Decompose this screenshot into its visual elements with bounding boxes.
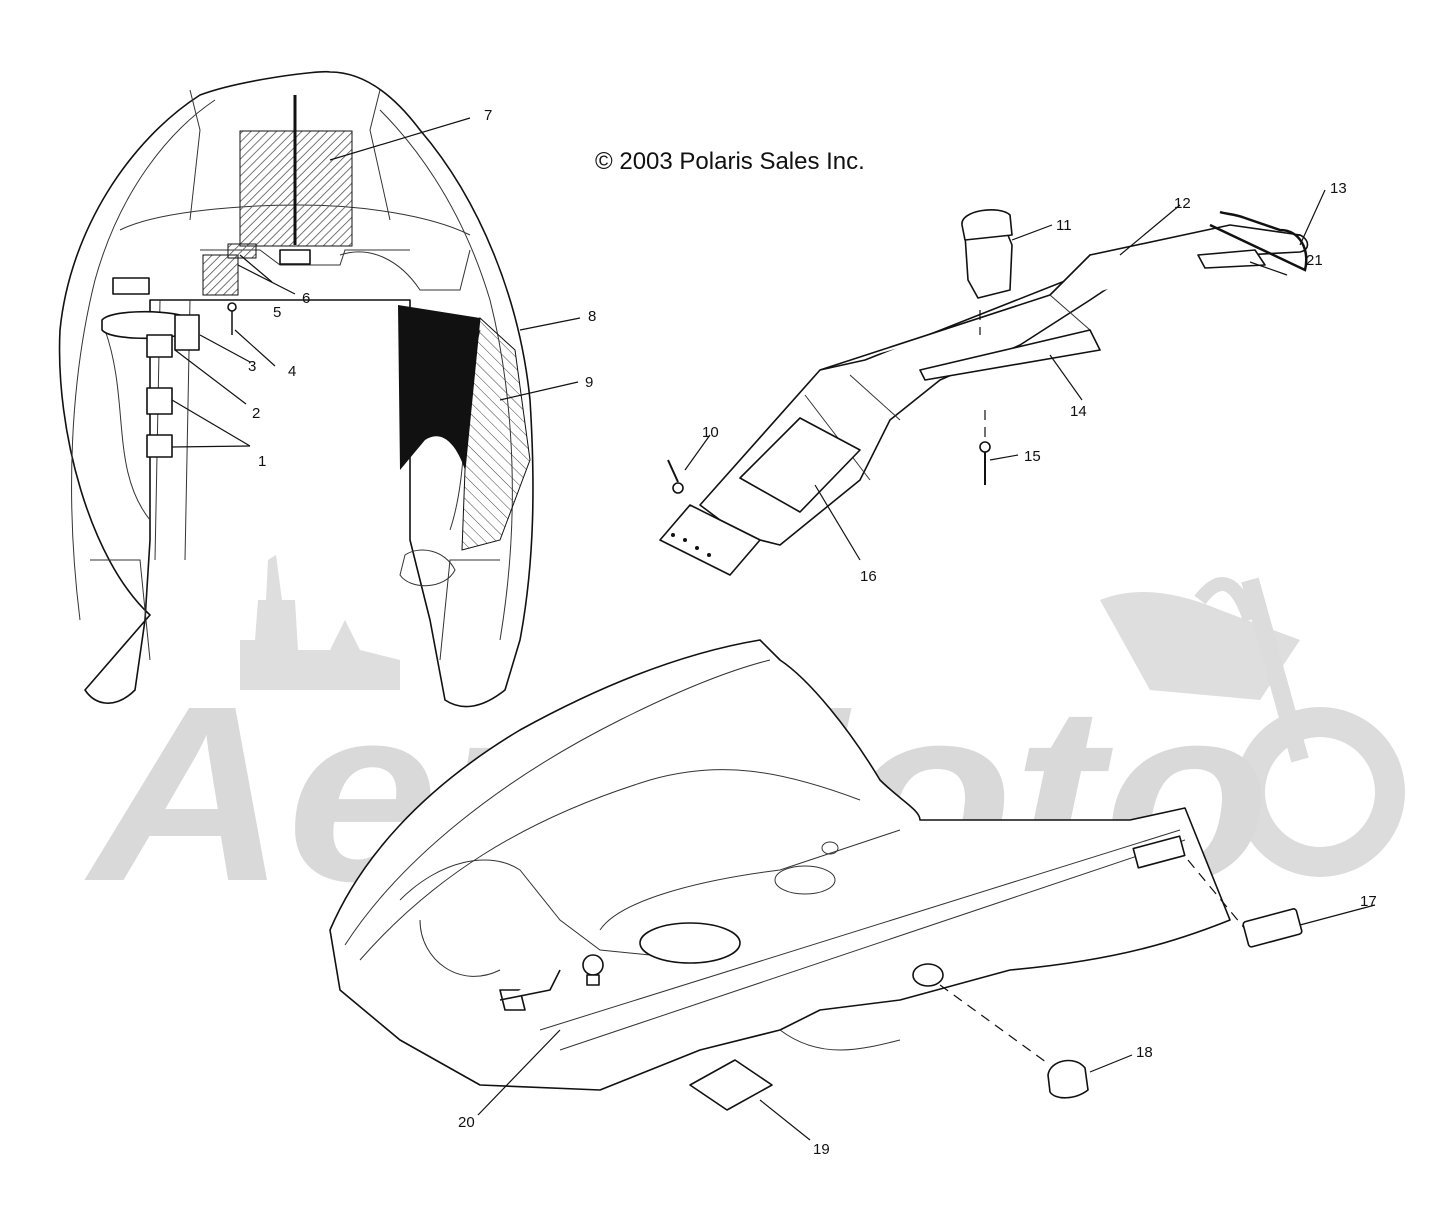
callout-6: 6: [302, 290, 310, 307]
callout-11: 11: [1056, 217, 1072, 234]
callout-8: 8: [588, 308, 596, 325]
callout-4: 4: [288, 363, 296, 380]
callout-15: 15: [1024, 448, 1041, 465]
callout-9: 9: [585, 374, 593, 391]
callout-1: 1: [258, 453, 266, 470]
callout-12: 12: [1174, 195, 1191, 212]
callout-16: 16: [860, 568, 877, 585]
callout-13: 13: [1330, 180, 1347, 197]
callout-2: 2: [252, 405, 260, 422]
part-6-bracket: [227, 243, 257, 259]
callout-labels: 1 2 3 4 5 6 7 8 9 10 11 12 13 14 15 16 1…: [248, 107, 1377, 1158]
callout-17: 17: [1360, 893, 1377, 910]
leader-lines: [171, 117, 1376, 1141]
callout-14: 14: [1070, 403, 1087, 420]
callout-18: 18: [1136, 1044, 1153, 1061]
callout-19: 19: [813, 1141, 830, 1158]
copyright-notice: © 2003 Polaris Sales Inc.: [595, 148, 865, 175]
callout-5: 5: [273, 304, 281, 321]
seat-base-view: [659, 209, 1309, 576]
callout-10: 10: [702, 424, 719, 441]
part-5-block: [202, 254, 239, 296]
callout-20: 20: [458, 1114, 475, 1131]
hood-perspective-view: [329, 639, 1303, 1111]
callout-21: 21: [1306, 252, 1323, 269]
callout-3: 3: [248, 358, 256, 375]
hood-top-view: [58, 70, 534, 708]
callout-7: 7: [484, 107, 492, 124]
